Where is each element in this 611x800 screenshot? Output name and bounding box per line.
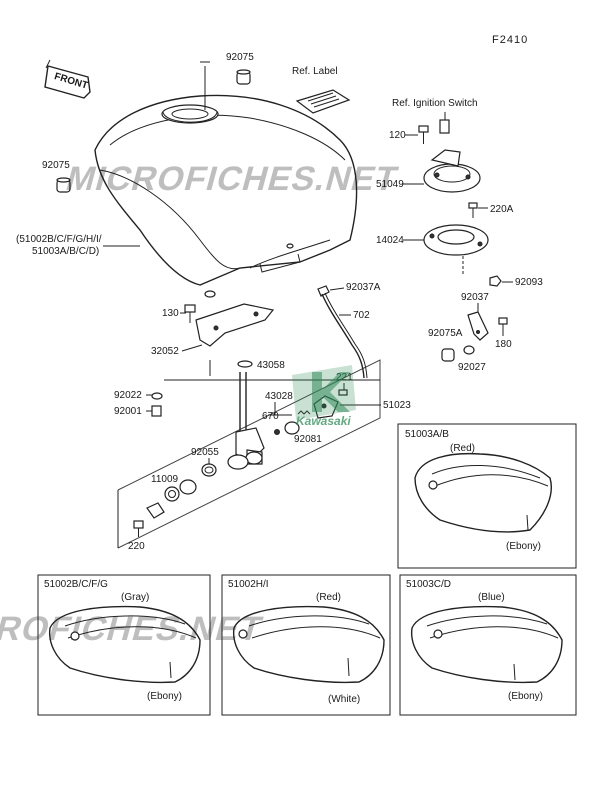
grommet-92075A	[441, 348, 455, 362]
grommet-92075-top	[236, 69, 251, 85]
ref-ignition-text: Ref. Ignition Switch	[392, 98, 478, 109]
ring-92055	[201, 463, 217, 477]
label-92037: 92037	[461, 292, 489, 303]
label-92075A: 92075A	[428, 328, 463, 339]
plate-220-bracket	[146, 502, 165, 519]
panel-51003AB: 51003A/B (Red) (Ebony)	[397, 423, 577, 569]
label-92093: 92093	[515, 277, 543, 288]
ignition-switch-key	[439, 119, 450, 134]
screw-221	[338, 389, 348, 396]
label-702: 702	[353, 310, 370, 321]
front-arrow-icon: FRONT	[44, 59, 91, 99]
label-92022: 92022	[114, 390, 142, 401]
lever-43028	[274, 421, 300, 435]
label-221: 221	[336, 372, 353, 383]
label-92001: 92001	[114, 406, 142, 417]
bracket-32052	[195, 303, 275, 347]
panel-51002HI-top-color: (Red)	[316, 592, 341, 603]
panel-51002HI-bottom-color: (White)	[328, 694, 360, 705]
panel-51002BCFG: 51002B/C/F/G (Gray) (Ebony)	[37, 574, 211, 716]
bracket-92037	[467, 311, 489, 341]
kawasaki-logo-watermark: Kawasaki	[292, 365, 356, 428]
label-220: 220	[128, 541, 145, 552]
figure-code: F2410	[492, 34, 528, 46]
label-120: 120	[389, 130, 406, 141]
bolt-92001	[151, 405, 162, 417]
panel-51002HI-title: 51002H/I	[228, 579, 269, 590]
front-badge-text: FRONT	[53, 71, 89, 92]
panel-51003AB-bottom-color: (Ebony)	[506, 541, 541, 552]
watermark-top: MICROFICHES.NET	[62, 161, 402, 198]
label-92027: 92027	[458, 362, 486, 373]
gasket-11009	[164, 486, 180, 502]
grommet-92075-left	[56, 177, 71, 193]
label-51049: 51049	[376, 179, 404, 190]
label-180: 180	[495, 339, 512, 350]
tank-models-line2: 51003A/B/C/D)	[32, 246, 99, 257]
bolt-220	[133, 520, 144, 537]
label-32052: 32052	[151, 346, 179, 357]
bolt-120	[418, 125, 429, 144]
cap-51049	[423, 149, 481, 193]
hose-702	[321, 292, 368, 379]
clip-92037A	[317, 285, 330, 297]
nut-92093	[489, 275, 502, 287]
panel-51003CD-top-color: (Blue)	[478, 592, 505, 603]
panel-51003CD: 51003C/D (Blue) (Ebony)	[399, 574, 577, 716]
label-92037A: 92037A	[346, 282, 381, 293]
panel-51003AB-title: 51003A/B	[405, 429, 449, 440]
label-92081: 92081	[294, 434, 322, 445]
label-92075-top: 92075	[226, 52, 254, 63]
panel-51002HI: 51002H/I (Red) (White)	[221, 574, 391, 716]
panel-51002BCFG-bottom-color: (Ebony)	[147, 691, 182, 702]
label-220A: 220A	[490, 204, 514, 215]
label-130: 130	[162, 308, 179, 319]
bolt-180	[498, 317, 508, 336]
label-43028: 43028	[265, 391, 293, 402]
label-11009: 11009	[151, 474, 179, 485]
panel-51003CD-title: 51003C/D	[406, 579, 451, 590]
label-92075-left: 92075	[42, 160, 70, 171]
fuel-tank	[94, 94, 358, 298]
washer-92022	[151, 392, 163, 400]
label-670: 670	[262, 411, 279, 422]
label-51023: 51023	[383, 400, 411, 411]
cup-main	[179, 479, 197, 495]
panel-51002BCFG-top-color: (Gray)	[121, 592, 149, 603]
ref-label-plate: Ref. Label	[292, 66, 351, 114]
label-92055: 92055	[191, 447, 219, 458]
tank-models-line1: (51002B/C/F/G/H/I/	[16, 234, 102, 245]
panel-51003AB-top-color: (Red)	[450, 443, 475, 454]
filter-cup	[227, 454, 249, 470]
collar-92027	[463, 345, 475, 355]
spring-92081	[297, 410, 311, 415]
bolt-130	[184, 304, 196, 323]
brand-logo-text: Kawasaki	[296, 414, 351, 428]
oring-43058	[237, 360, 253, 368]
ref-label-text: Ref. Label	[292, 66, 338, 77]
label-43058: 43058	[257, 360, 285, 371]
base-14024	[423, 224, 489, 256]
label-14024: 14024	[376, 235, 404, 246]
screw-220A	[468, 202, 478, 218]
panel-51003CD-bottom-color: (Ebony)	[508, 691, 543, 702]
panel-51002BCFG-title: 51002B/C/F/G	[44, 579, 108, 590]
fuel-tap	[235, 372, 265, 465]
